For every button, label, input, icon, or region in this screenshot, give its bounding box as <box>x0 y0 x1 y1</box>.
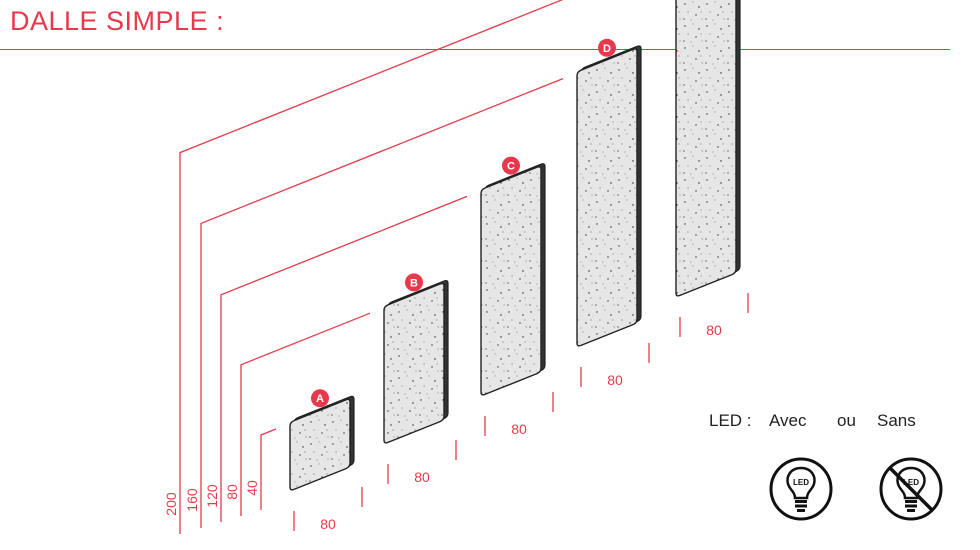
badge-a <box>311 389 329 408</box>
height-line-c <box>220 195 468 522</box>
badge-c <box>502 156 520 175</box>
width-label-b: 80 <box>414 469 430 485</box>
height-line-a <box>260 428 277 510</box>
height-line-b <box>240 312 371 516</box>
height-label-e: 200 <box>163 492 179 516</box>
height-line-d <box>200 77 564 528</box>
led-with-label: Avec <box>769 411 807 430</box>
width-label-a: 80 <box>320 516 336 532</box>
height-dimension-lines <box>179 0 564 534</box>
panel-a-face <box>289 398 351 491</box>
height-label-d: 160 <box>184 488 200 512</box>
badge-b <box>405 273 423 292</box>
panel-c-face <box>480 166 542 396</box>
badge-label-b: B <box>410 277 418 289</box>
height-line-e <box>179 0 564 534</box>
badge-d <box>598 38 616 57</box>
width-dimension-marks: 80 80 80 80 80 <box>293 293 749 532</box>
width-label-d: 80 <box>607 372 623 388</box>
width-label-e: 80 <box>706 322 722 338</box>
height-label-c: 120 <box>204 484 220 508</box>
led-label: LED : <box>709 411 752 430</box>
led-without-bulb-icon: LED <box>879 457 943 521</box>
panel-e-face <box>675 0 737 297</box>
badge-label-a: A <box>316 393 324 405</box>
page-title: DALLE SIMPLE : <box>10 6 225 36</box>
panel-b-face <box>383 282 445 444</box>
led-without-label: Sans <box>877 411 916 430</box>
badge-label-d: D <box>603 43 611 55</box>
led-with-icon-text: LED <box>793 478 809 487</box>
height-label-a: 40 <box>244 480 260 496</box>
badge-label-c: C <box>507 161 515 173</box>
title-underline <box>0 49 950 50</box>
led-or-label: ou <box>837 411 856 430</box>
panel-d-face <box>576 48 638 347</box>
led-without-icon-text: LED <box>903 478 919 487</box>
height-label-b: 80 <box>224 484 240 500</box>
width-label-c: 80 <box>511 421 527 437</box>
panels: ABCDE <box>289 0 741 491</box>
led-with-bulb-icon: LED <box>769 457 833 521</box>
